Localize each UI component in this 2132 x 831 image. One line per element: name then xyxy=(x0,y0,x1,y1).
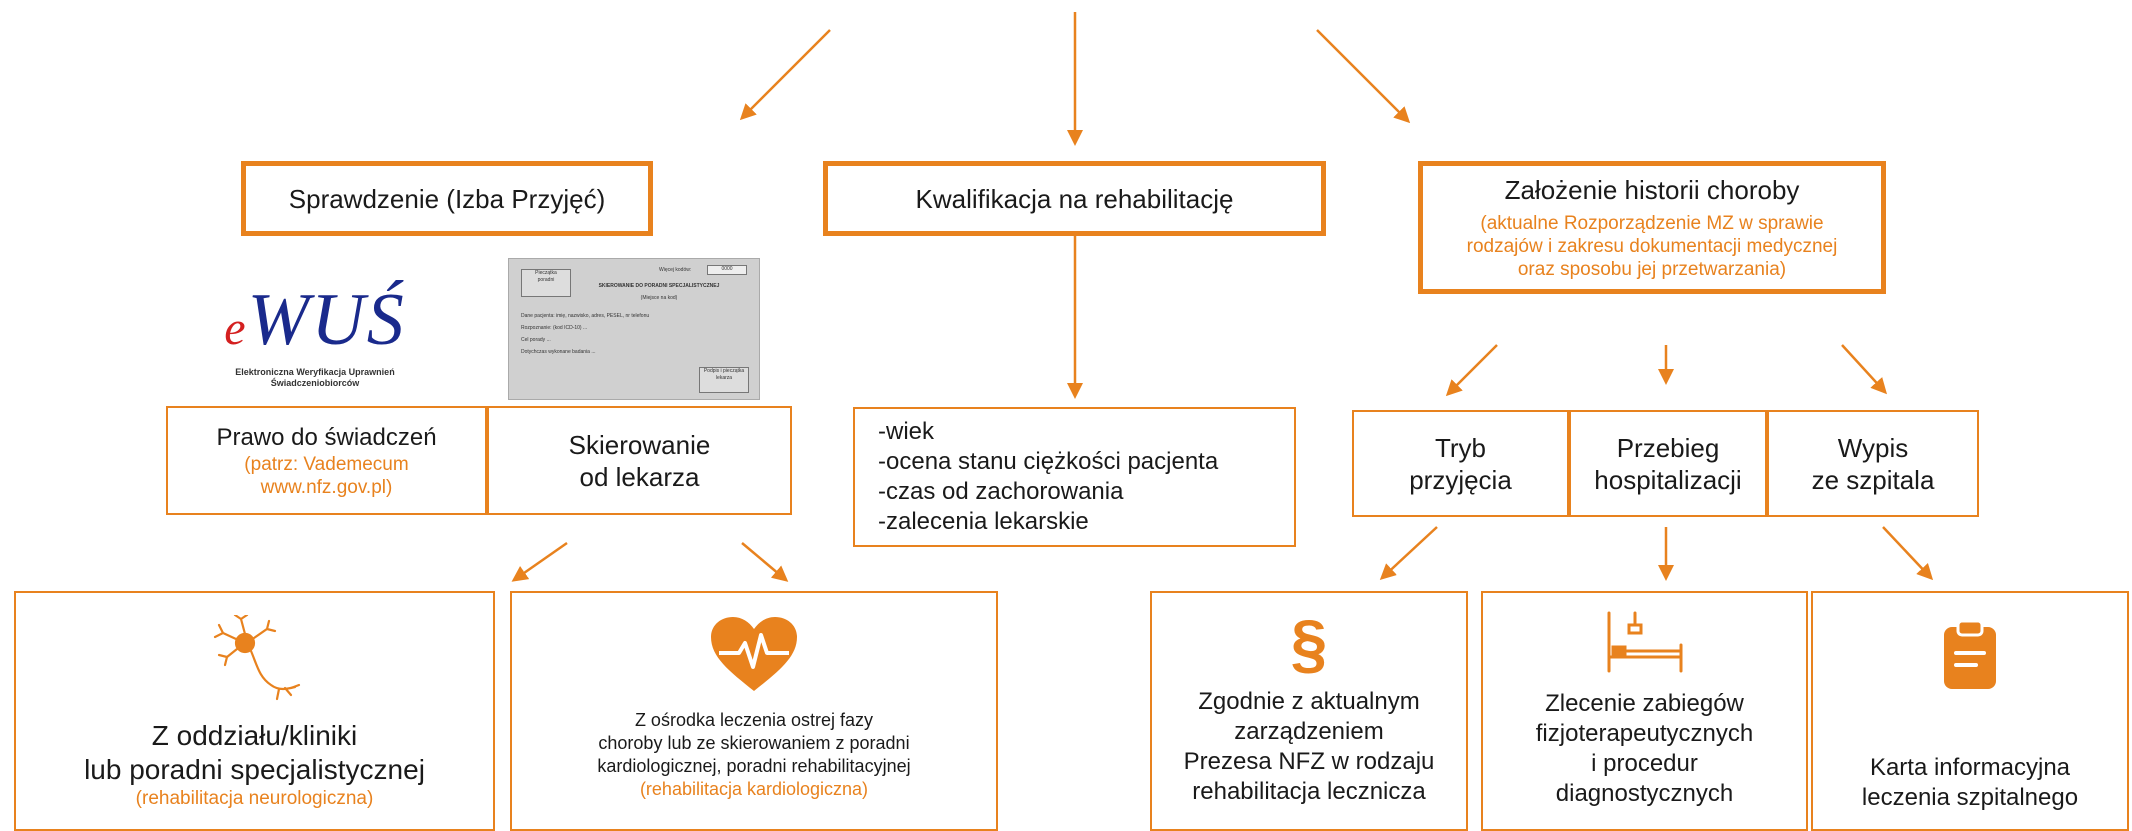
ewus-logo-text: eWUŚ xyxy=(224,279,406,361)
kryterium-wiek: -wiek xyxy=(878,418,935,445)
form-line-4: Dotychczas wykonane badania ... xyxy=(521,349,596,355)
karta-title: Karta informacyjna leczenia szpitalnego xyxy=(1861,754,2079,811)
form-line-2: Rozpoznanie: (kod ICD-10) ... xyxy=(521,325,588,331)
skierowanie-form-thumbnail: Pieczątka poradni Więcej kodów: 0000 SKI… xyxy=(508,258,760,400)
ewus-caption: Elektroniczna Weryfikacja Uprawnień Świa… xyxy=(235,367,395,388)
arrow-top-right xyxy=(1316,29,1411,124)
zlecenie-box: Zlecenie zabiegów fizjoterapeutycznych i… xyxy=(1481,591,1808,831)
sprawdzenie-box: Sprawdzenie (Izba Przyjęć) xyxy=(241,161,653,236)
heart-pulse-icon xyxy=(711,617,797,691)
kryterium-zalecenia: -zalecenia lekarskie xyxy=(878,508,1089,535)
form-title: SKIEROWANIE DO PORADNI SPECJALISTYCZNEJ xyxy=(598,283,720,289)
kryterium-ocena: -ocena stanu ciężkości pacjenta xyxy=(878,448,1219,475)
arrow-wypis-karta xyxy=(1882,526,1934,581)
form-code-label: Więcej kodów: xyxy=(659,267,692,273)
historia-title: Założenie historii choroby xyxy=(1504,175,1800,205)
prawo-note: (patrz: Vademecum www.nfz.gov.pl) xyxy=(244,453,409,498)
form-sub: (Miejsce na kod) xyxy=(640,295,678,301)
form-sign: Podpis i pieczątka lekarza xyxy=(699,367,749,393)
skierowanie-box: Skierowanie od lekarza xyxy=(487,406,792,515)
historia-box: Założenie historii choroby (aktualne Roz… xyxy=(1418,161,1886,294)
form-line-3: Cel porady ... xyxy=(521,337,551,343)
neuron-icon xyxy=(213,615,300,701)
zlecenie-title: Zlecenie zabiegów fizjoterapeutycznych i… xyxy=(1535,690,1754,807)
przebieg-label: Przebieg hospitalizacji xyxy=(1594,432,1742,495)
arrow-historia-wypis xyxy=(1841,344,1888,395)
neuro-box: Z oddziału/kliniki lub poradni specjalis… xyxy=(14,591,495,831)
arrow-tryb-nfz xyxy=(1379,526,1438,581)
ewus-logo: eWUŚ Elektroniczna Weryfikacja Uprawnień… xyxy=(210,282,420,392)
hospital-bed-icon xyxy=(1607,611,1682,673)
clipboard-icon xyxy=(1944,619,1996,689)
arrow-skier-kardio xyxy=(741,542,789,582)
historia-note: (aktualne Rozporządzenie MZ w sprawie ro… xyxy=(1466,213,1838,280)
arrow-historia-tryb xyxy=(1445,344,1498,397)
sprawdzenie-label: Sprawdzenie (Izba Przyjęć) xyxy=(288,183,606,214)
kryterium-czas: -czas od zachorowania xyxy=(878,478,1124,505)
form-line-1: Dane pacjenta: imię, nazwisko, adres, PE… xyxy=(521,313,650,319)
kardio-note: (rehabilitacja kardiologiczna) xyxy=(639,779,869,799)
form-stamp: Pieczątka poradni xyxy=(521,269,571,297)
nfz-title: Zgodnie z aktualnym zarządzeniem Prezesa… xyxy=(1183,688,1435,805)
karta-box: Karta informacyjna leczenia szpitalnego xyxy=(1811,591,2129,831)
arrow-skier-neuro xyxy=(511,541,568,582)
kryteria-list: -wiek -ocena stanu ciężkości pacjenta -c… xyxy=(855,417,1218,537)
arrow-top-left xyxy=(739,29,831,121)
kwalifikacja-box: Kwalifikacja na rehabilitację xyxy=(823,161,1326,236)
prawo-box: Prawo do świadczeń (patrz: Vademecum www… xyxy=(166,406,487,515)
neuro-title: Z oddziału/kliniki lub poradni specjalis… xyxy=(84,720,425,785)
paragraph-icon: § xyxy=(1290,606,1328,680)
kwalifikacja-label: Kwalifikacja na rehabilitację xyxy=(915,183,1234,214)
kardio-box: Z ośrodka leczenia ostrej fazy choroby l… xyxy=(510,591,998,831)
wypis-box: Wypis ze szpitala xyxy=(1767,410,1979,517)
prawo-title: Prawo do świadczeń xyxy=(216,423,437,451)
tryb-box: Tryb przyjęcia xyxy=(1352,410,1569,517)
kryteria-box: -wiek -ocena stanu ciężkości pacjenta -c… xyxy=(853,407,1296,547)
form-code-value: 0000 xyxy=(707,265,747,275)
kardio-title: Z ośrodka leczenia ostrej fazy choroby l… xyxy=(597,710,911,776)
przebieg-box: Przebieg hospitalizacji xyxy=(1569,410,1767,517)
tryb-label: Tryb przyjęcia xyxy=(1409,432,1512,495)
skierowanie-label: Skierowanie od lekarza xyxy=(568,429,711,492)
wypis-label: Wypis ze szpitala xyxy=(1811,432,1935,495)
nfz-box: § Zgodnie z aktualnym zarządzeniem Preze… xyxy=(1150,591,1468,831)
connector-arrows xyxy=(511,12,1934,582)
neuro-note: (rehabilitacja neurologiczna) xyxy=(135,788,374,809)
